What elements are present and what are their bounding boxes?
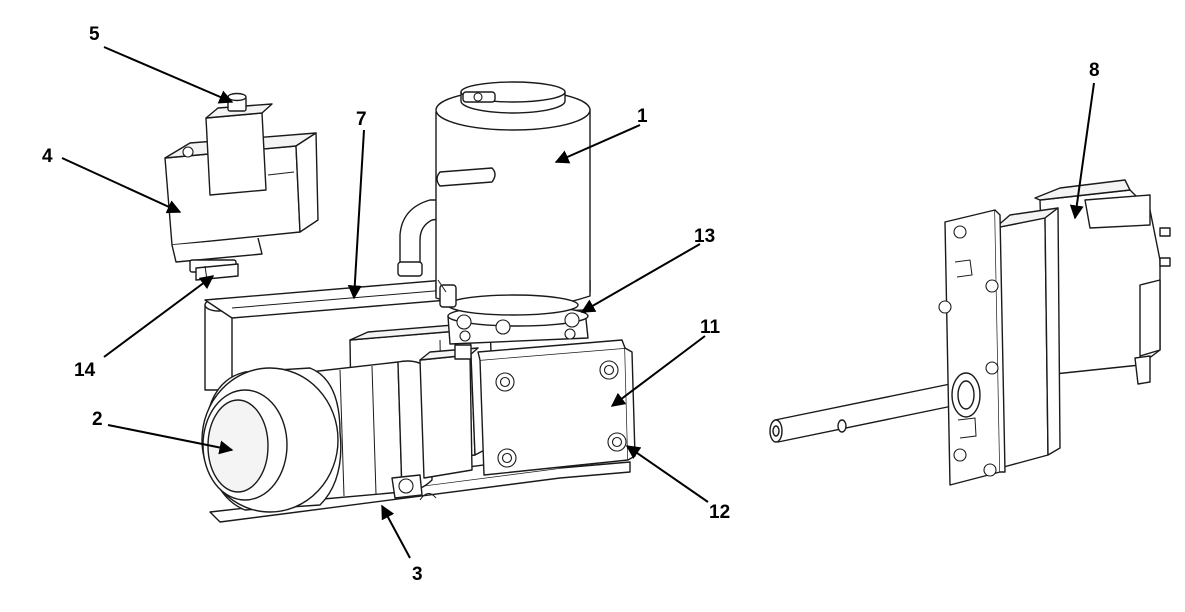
leader-11: [610, 335, 706, 407]
leader-14: [103, 275, 215, 358]
gear-motor-assembly: [769, 179, 1171, 486]
pump-assembly: [164, 81, 636, 523]
front-mounting-plate: [938, 209, 1006, 486]
shaft-hub: [951, 372, 981, 418]
leader-5: [103, 46, 234, 104]
gear-motor-body: [1034, 179, 1171, 385]
leader-4: [61, 157, 182, 214]
motor-junction-box: [419, 344, 479, 479]
callout-8: 8: [1089, 60, 1100, 81]
bolt-top-right: [599, 360, 619, 380]
leader-8: [1069, 82, 1095, 220]
callout-11: 11: [700, 317, 721, 338]
leader-2: [107, 424, 234, 455]
reservoir-cylinder: [435, 81, 591, 316]
callout-4: 4: [42, 146, 53, 167]
bolt-bottom-left: [497, 448, 517, 468]
cylinder-flange: [447, 305, 589, 345]
leader-12: [625, 445, 709, 503]
callout-7: 7: [356, 109, 367, 130]
cover-bolts: [495, 360, 627, 468]
switch-housing: [164, 103, 319, 273]
leader-3: [381, 504, 411, 559]
callout-1: 1: [637, 106, 648, 127]
callout-14: 14: [74, 360, 96, 381]
callout-3: 3: [412, 564, 423, 585]
gearbox-housing: [994, 207, 1061, 469]
leader-13: [580, 243, 701, 313]
bolt-bottom-right: [607, 432, 627, 452]
callout-5: 5: [89, 24, 100, 45]
callout-2: 2: [92, 409, 103, 430]
cover-plate: [477, 339, 636, 476]
motor: [201, 360, 433, 513]
elbow-tube: [397, 199, 447, 277]
crossover-tube: [204, 279, 449, 319]
bolt-top-left: [495, 372, 515, 392]
leader-7: [347, 129, 365, 300]
callout-labels: 1 2 3 4 5 7 8 11 12 13 14: [42, 24, 1100, 585]
leader-lines: [61, 46, 1095, 559]
callout-13: 13: [694, 226, 715, 247]
callout-12: 12: [709, 502, 730, 523]
tube-valve: [437, 279, 457, 308]
output-shaft: [769, 381, 963, 443]
leader-1: [554, 124, 641, 164]
